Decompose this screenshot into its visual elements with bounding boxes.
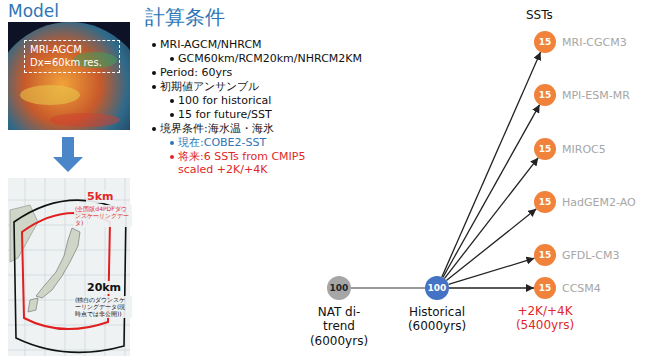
bullet-dot (152, 85, 156, 89)
branch-arrow (448, 258, 534, 284)
bullet-dot (170, 155, 174, 159)
bullet-dot (152, 127, 156, 131)
ensemble-count: 15 (539, 197, 552, 207)
timeline-line (351, 287, 425, 289)
region-box: MRI-AGCM Dx=60km res. (24, 40, 120, 73)
bullet-item: Period: 60yrs (160, 66, 232, 79)
experiment-circle: 100NAT di-trend (6000yrs) (327, 276, 351, 300)
run-label: Historical (6000yrs) (395, 305, 479, 334)
bullet-dot (170, 99, 174, 103)
bullet-item: 初期値アンサンブル (160, 80, 259, 93)
bullet-item: 境界条件:海水温・海氷 (160, 122, 274, 135)
sst-circle: 15MIROC5 (534, 138, 556, 160)
globe (8, 22, 130, 130)
japan-shape (36, 228, 80, 298)
domain-note: (全国版d4PDFダウンスケーリングデータ) (74, 205, 132, 227)
sst-circle: 15MPI-ESM-MR (534, 84, 556, 106)
bullet-item: MRI-AGCM/NHRCM (160, 38, 262, 51)
bullet-item: 100 for historical (178, 94, 271, 107)
globe-band (50, 113, 120, 127)
bullet-dot (170, 141, 174, 145)
bullet-dot (152, 43, 156, 47)
ensemble-count: 15 (539, 37, 552, 47)
run-label: MIROC5 (562, 143, 606, 156)
kyushu-shape (28, 298, 38, 312)
bullet-item: 15 for future/SST (178, 108, 272, 121)
scenario-label: +2K/+4K (5400yrs) (505, 304, 585, 333)
run-label: MPI-ESM-MR (562, 89, 630, 102)
bullet-item: 将来:6 SSTs from CMIP5 scaled +2K/+4K (178, 150, 328, 176)
ensemble-count: 15 (539, 283, 552, 293)
ensemble-count: 100 (428, 283, 447, 293)
globe-sphere (8, 22, 130, 130)
bullet-dot (170, 57, 174, 61)
ensemble-count: 15 (539, 90, 552, 100)
ensemble-count: 100 (330, 283, 349, 293)
run-label: HadGEM2-AO (562, 196, 636, 209)
down-arrow (53, 137, 83, 172)
globe-band (20, 85, 80, 105)
ensemble-count: 15 (539, 144, 552, 154)
domain-label: 20km (86, 281, 122, 294)
sst-circle: 15GFDL-CM3 (534, 244, 556, 266)
sst-circle: 15CCSM4 (534, 277, 556, 299)
bullet-dot (170, 113, 174, 117)
branch-arrow (443, 105, 540, 278)
run-label: MRI-CGCM3 (562, 36, 627, 49)
run-label: NAT di-trend (6000yrs) (308, 305, 370, 348)
branch-arrow (449, 287, 534, 288)
sst-circle: 15HadGEM2-AO (534, 191, 556, 213)
branch-arrow (446, 209, 536, 281)
bullet-dot (152, 71, 156, 75)
section-title: 計算条件 (145, 5, 225, 29)
column-heading: SSTs (526, 8, 553, 22)
bullet-item: GCM60km/RCM20km/NHRCM2KM (178, 52, 362, 65)
run-label: CCSM4 (562, 282, 601, 295)
branch-arrow (442, 52, 541, 277)
domain-note: (独自のダウンスケーリングデータ(現時点では非公開)) (74, 296, 132, 318)
ensemble-count: 15 (539, 250, 552, 260)
experiment-circle: 100Historical (6000yrs) (425, 276, 449, 300)
sst-circle: 15MRI-CGCM3 (534, 31, 556, 53)
section-title: Model (8, 1, 59, 21)
domain-label: 5km (86, 190, 114, 203)
bullet-item: 現在:COBE2-SST (178, 136, 266, 149)
run-label: GFDL-CM3 (562, 249, 619, 262)
region-text: MRI-AGCM Dx=60km res. (30, 44, 114, 69)
